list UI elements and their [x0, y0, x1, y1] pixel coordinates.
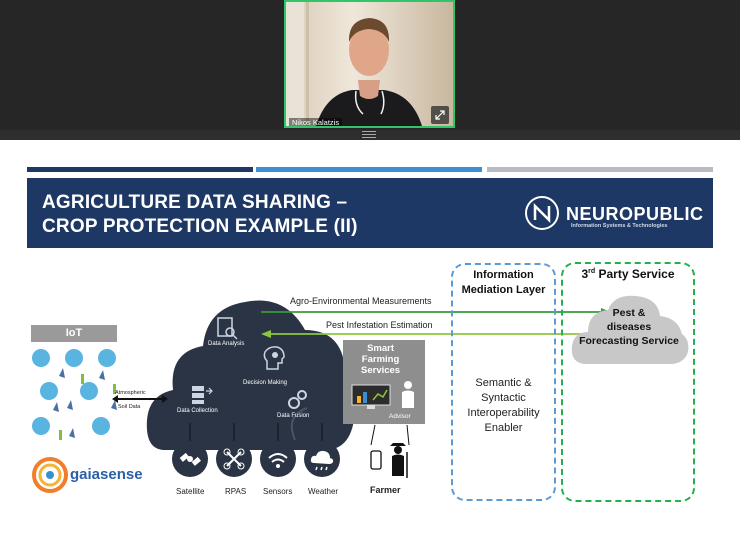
sensors-icon-circle	[260, 441, 296, 477]
data-collection-label: Data Collection	[177, 408, 218, 414]
slide-title-band: AGRICULTURE DATA SHARING – CROP PROTECTI…	[27, 178, 713, 248]
advisor-person-icon	[402, 381, 414, 408]
brand-subtitle: Information Systems & Technologies	[571, 223, 668, 229]
soil-data-label: Soil Data	[118, 404, 141, 410]
neuropublic-logo-icon	[525, 196, 559, 230]
iot-label: IoT	[65, 327, 83, 339]
weather-icon-circle	[304, 441, 340, 477]
satellite-icon-circle	[172, 441, 208, 477]
participant-video-tile[interactable]: Nikos Kalatzis	[284, 0, 455, 128]
participant-avatar	[286, 2, 422, 126]
pest-infestation-label: Pest Infestation Estimation	[326, 320, 433, 330]
data-exchange-arrows	[261, 308, 611, 338]
dashboard-monitor-icon	[351, 384, 391, 409]
smartphone-icon	[370, 450, 382, 470]
gaiasense-logo-icon	[32, 457, 68, 493]
rule-navy	[27, 167, 253, 172]
atmospheric-label: Atmospheric	[115, 390, 146, 396]
rule-gray	[487, 167, 713, 172]
third-party-service-box	[561, 262, 695, 502]
weather-label: Weather	[308, 487, 339, 496]
satellite-icon	[179, 452, 201, 466]
slide-title: AGRICULTURE DATA SHARING – CROP PROTECTI…	[42, 192, 358, 237]
gaiasense-wordmark: gaiasense	[70, 466, 143, 483]
rpas-label: RPAS	[225, 487, 247, 496]
iot-cloud-arrow	[112, 395, 168, 403]
information-mediation-layer-box	[451, 263, 556, 501]
iot-field-icons	[32, 349, 117, 440]
panel-divider	[0, 130, 740, 140]
sensors-label: Sensors	[263, 487, 293, 496]
weather-cloud-icon	[310, 450, 334, 471]
farmer-label: Farmer	[370, 485, 401, 495]
drone-icon	[223, 448, 245, 470]
data-analysis-label: Data Analysis	[208, 341, 245, 347]
data-platform-cloud	[146, 300, 356, 450]
rpas-icon-circle	[216, 441, 252, 477]
expand-video-icon[interactable]	[431, 106, 449, 124]
participant-name-label: Nikos Kalatzis	[289, 118, 343, 126]
wifi-sensor-icon	[268, 453, 288, 468]
advisor-label: Advisor	[389, 413, 411, 420]
source-connectors	[189, 423, 323, 441]
data-analysis-icon	[217, 317, 238, 340]
third-party-service-title: 3rd Party Service	[581, 267, 675, 281]
forecasting-cloud	[571, 295, 689, 364]
decision-making-label: Decision Making	[243, 380, 288, 386]
farmer-icon	[390, 443, 408, 478]
services-farmer-arrows	[370, 424, 410, 446]
shared-slide: AGRICULTURE DATA SHARING – CROP PROTECTI…	[0, 140, 740, 558]
rule-blue	[256, 167, 482, 172]
brand-name: NEUROPUBLIC	[566, 204, 704, 224]
decision-making-icon	[263, 346, 285, 370]
resize-handle[interactable]	[362, 131, 376, 139]
data-fusion-icon	[288, 390, 307, 409]
iot-label-box: IoT	[31, 325, 117, 342]
satellite-label: Satellite	[176, 487, 205, 496]
data-fusion-label: Data Fusion	[277, 413, 310, 419]
agro-environmental-label: Agro-Environmental Measurements	[290, 296, 432, 306]
data-collection-icon	[192, 386, 213, 404]
